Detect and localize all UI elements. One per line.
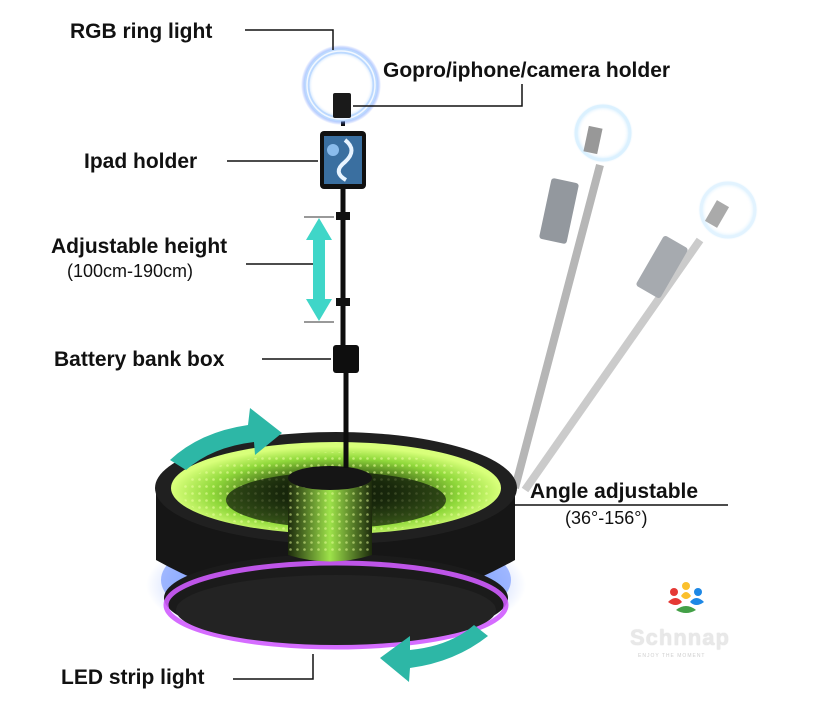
logo-name: Schnnap xyxy=(630,625,730,650)
logo-tagline: ENJOY THE MOMENT xyxy=(638,653,706,659)
battery-box-shape xyxy=(333,345,359,373)
ipad-holder-label: Ipad holder xyxy=(84,150,198,173)
led-strip-label: LED strip light xyxy=(61,666,205,689)
camera-holder-label: Gopro/iphone/camera holder xyxy=(383,59,671,82)
ghost-pole-near xyxy=(521,180,758,493)
height-arrow xyxy=(304,216,334,323)
angle-range-label: (36°-156°) xyxy=(565,508,648,528)
rotation-arrow-bottom xyxy=(380,625,488,682)
ring-light-label: RGB ring light xyxy=(70,20,213,43)
leader-ring xyxy=(245,29,334,50)
adjustable-height-label: Adjustable height xyxy=(51,235,228,258)
angle-adjustable-label: Angle adjustable xyxy=(530,480,699,503)
leader-led xyxy=(233,654,314,680)
leader-holder xyxy=(353,84,523,107)
ring-light xyxy=(301,45,381,125)
platform-base xyxy=(155,432,517,650)
ipad-shape xyxy=(320,131,366,189)
leader-lines xyxy=(227,29,728,680)
height-range-label: (100cm-190cm) xyxy=(67,261,194,281)
logo-mark xyxy=(668,582,704,613)
led-strip-glow xyxy=(163,560,509,650)
rotation-arrow-top xyxy=(170,408,282,470)
ghost-pole-far xyxy=(511,103,633,490)
battery-box-label: Battery bank box xyxy=(54,348,225,371)
